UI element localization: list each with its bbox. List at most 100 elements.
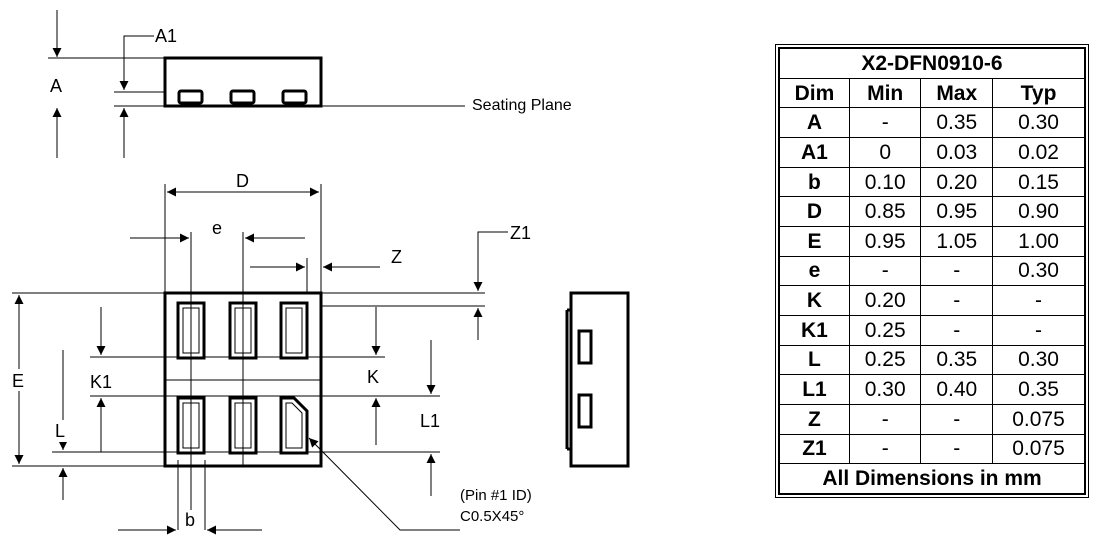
table-row: Z1--0.075	[778, 433, 1086, 465]
cell-typ: -	[992, 314, 1086, 346]
cell-min: -	[848, 433, 922, 465]
header-typ: Typ	[992, 77, 1086, 109]
cell-dim: e	[778, 255, 850, 287]
cell-dim: K1	[778, 314, 850, 346]
end-view-body	[569, 291, 630, 468]
label-L: L	[55, 421, 65, 441]
end-view-lead	[577, 329, 593, 365]
cell-typ: 0.02	[992, 137, 1086, 168]
side-view-body	[163, 56, 323, 108]
pad	[228, 301, 258, 360]
label-E: E	[12, 371, 24, 391]
cell-max: -	[920, 433, 994, 465]
cell-min: 0.10	[848, 166, 922, 198]
cell-typ: 0.30	[992, 107, 1086, 139]
side-view-lead	[281, 89, 308, 105]
table-title: X2-DFN0910-6	[778, 47, 1086, 79]
cell-typ: 1.00	[992, 226, 1086, 257]
cell-min: 0.95	[848, 226, 922, 257]
cell-dim: E	[778, 226, 850, 257]
side-view-lead	[177, 89, 204, 105]
label-A1: A1	[155, 26, 177, 46]
cell-max: -	[920, 403, 994, 435]
cell-min: 0.30	[848, 374, 922, 405]
table-row: Z--0.075	[778, 403, 1086, 435]
label-b: b	[185, 510, 195, 530]
cell-max: 0.95	[920, 196, 994, 228]
cell-dim: L1	[778, 374, 850, 405]
cell-max: 0.20	[920, 166, 994, 198]
label-pin1-id: (Pin #1 ID)	[460, 487, 532, 504]
label-K: K	[367, 367, 379, 387]
table-footer: All Dimensions in mm	[778, 463, 1086, 495]
cell-typ: 0.35	[992, 374, 1086, 405]
cell-dim: Z1	[778, 433, 850, 465]
cell-min: 0.25	[848, 314, 922, 346]
label-Z1: Z1	[510, 223, 531, 243]
end-view	[565, 291, 630, 468]
label-K1: K1	[90, 372, 112, 392]
label-chamfer: C0.5X45°	[460, 508, 524, 525]
side-view-lead	[229, 89, 256, 105]
cell-max: 0.35	[920, 107, 994, 139]
pad	[279, 301, 309, 360]
pin1-leader-line	[308, 437, 460, 531]
pad	[228, 396, 258, 455]
cell-min: 0	[848, 137, 922, 168]
label-seating-plane: Seating Plane	[472, 97, 572, 114]
cell-min: 0.20	[848, 285, 922, 316]
cell-typ: 0.075	[992, 433, 1086, 465]
side-view: A A1 Seating Plane	[48, 10, 572, 158]
label-D: D	[236, 171, 249, 191]
pad	[176, 301, 206, 360]
cell-max: 0.40	[920, 374, 994, 405]
cell-typ: -	[992, 285, 1086, 316]
pin1-pad	[279, 396, 309, 455]
cell-typ: 0.075	[992, 403, 1086, 435]
header-dim: Dim	[778, 77, 850, 109]
cell-max: 1.05	[920, 226, 994, 257]
cell-dim: L	[778, 344, 850, 376]
cell-typ: 0.30	[992, 344, 1086, 376]
cell-max: 0.03	[920, 137, 994, 168]
cell-dim: D	[778, 196, 850, 228]
cell-max: 0.35	[920, 344, 994, 376]
label-L1: L1	[420, 411, 440, 431]
label-A: A	[50, 76, 62, 96]
cell-max: -	[920, 255, 994, 287]
bottom-view: D e Z Z1 E K1 L K L1	[10, 171, 532, 535]
cell-min: 0.85	[848, 196, 922, 228]
cell-typ: 0.30	[992, 255, 1086, 287]
cell-typ: 0.15	[992, 166, 1086, 198]
table-footer-row: All Dimensions in mm	[778, 463, 1086, 495]
header-max: Max	[920, 77, 994, 109]
cell-min: -	[848, 403, 922, 435]
pad	[176, 396, 206, 455]
cell-dim: A	[778, 107, 850, 139]
end-view-lead	[577, 393, 593, 429]
bottom-view-body	[163, 291, 323, 468]
cell-min: -	[848, 107, 922, 139]
cell-dim: Z	[778, 403, 850, 435]
label-Z: Z	[391, 247, 402, 267]
cell-max: -	[920, 314, 994, 346]
cell-dim: b	[778, 166, 850, 198]
label-e: e	[212, 218, 222, 238]
cell-dim: A1	[778, 137, 850, 168]
cell-typ: 0.90	[992, 196, 1086, 228]
table-header-row: Dim Min Max Typ	[778, 77, 1086, 109]
cell-max: -	[920, 285, 994, 316]
table-title-row: X2-DFN0910-6	[778, 47, 1086, 79]
cell-dim: K	[778, 285, 850, 316]
